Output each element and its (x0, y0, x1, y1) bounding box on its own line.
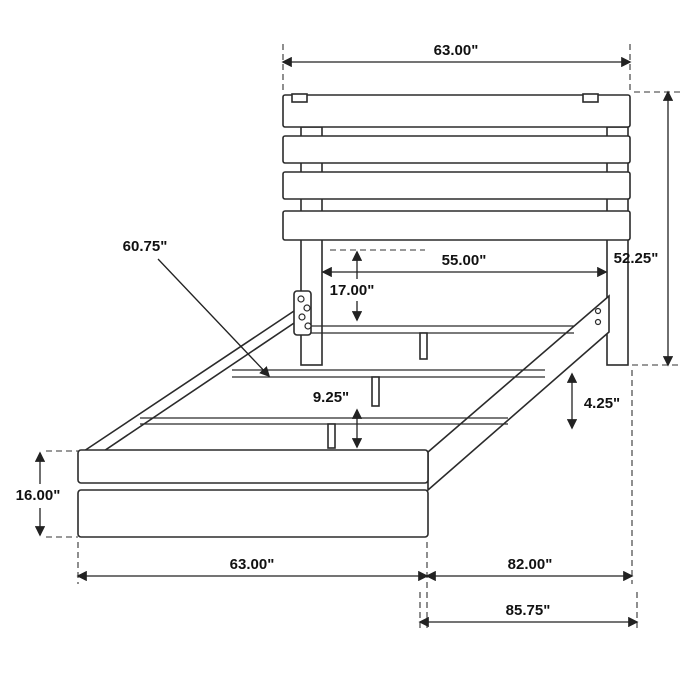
footboard-slat-top (77, 449, 429, 484)
dim-slat-rail-length: 60.75" (123, 238, 271, 378)
slat-rail-front (140, 417, 508, 425)
dim-headboard-gap: 17.00" (330, 249, 425, 322)
leader-line (157, 258, 271, 378)
dim-label-inner-width: 55.00" (442, 252, 487, 269)
dim-support-height: 9.25" (313, 389, 363, 449)
dim-label-overall-length: 85.75" (506, 602, 551, 619)
extension-lines (46, 450, 78, 538)
dim-overall-height: 52.25" (614, 90, 680, 367)
mounting-bracket (293, 290, 312, 336)
bracket-hole (303, 304, 311, 312)
right-side-rail-board (427, 294, 610, 492)
bracket-hole (304, 322, 312, 330)
dim-label-slat-rail-length: 60.75" (123, 238, 168, 255)
rail-bolt-hole (594, 318, 602, 326)
headboard-mount-tab-right (582, 93, 599, 103)
left-side-rail (83, 306, 307, 460)
slat-rail-back-leg (419, 332, 428, 360)
left-side-rail-lines (83, 306, 307, 460)
bracket-hole (298, 313, 306, 321)
dimensions: 63.00" 52.25" 55.00" 17.00" 60.75" (16, 42, 680, 632)
dim-label-footboard-width: 63.00" (230, 556, 275, 573)
right-side-rail (427, 294, 610, 492)
headboard-mount-tab-left (291, 93, 308, 103)
slat-rail-back (303, 325, 574, 334)
dim-headboard-width: 63.00" (281, 42, 632, 92)
dim-frame-length: 82.00" (425, 370, 634, 584)
extension-lines (282, 44, 631, 92)
slat-support-rails (140, 325, 574, 449)
dim-label-frame-length: 82.00" (508, 556, 553, 573)
dim-footboard-width: 63.00" (76, 542, 429, 632)
dim-inner-width: 55.00" (321, 252, 608, 278)
dim-label-footboard-height: 16.00" (16, 487, 61, 504)
headboard-slat-2 (282, 135, 631, 164)
extension-lines (632, 91, 680, 366)
dim-label-headboard-width: 63.00" (434, 42, 479, 59)
dim-label-support-height: 9.25" (313, 389, 349, 406)
dim-footboard-height: 16.00" (16, 450, 78, 538)
dim-label-headboard-gap: 17.00" (330, 282, 375, 299)
slat-rail-middle (232, 369, 545, 378)
dim-overall-length: 85.75" (418, 592, 639, 630)
dim-label-overall-height: 52.25" (614, 250, 659, 267)
dim-label-rail-height: 4.25" (584, 395, 620, 412)
headboard-slat-4 (282, 210, 631, 241)
footboard (77, 449, 429, 538)
headboard (282, 93, 631, 366)
headboard-slat-1 (282, 94, 631, 128)
footboard-slat-bottom (77, 489, 429, 538)
rail-bolt-hole (594, 307, 602, 315)
slat-rail-middle-leg (371, 376, 380, 407)
dim-rail-height: 4.25" (566, 372, 620, 430)
headboard-slat-3 (282, 171, 631, 200)
bracket-hole (297, 295, 305, 303)
slat-rail-front-leg (327, 423, 336, 449)
